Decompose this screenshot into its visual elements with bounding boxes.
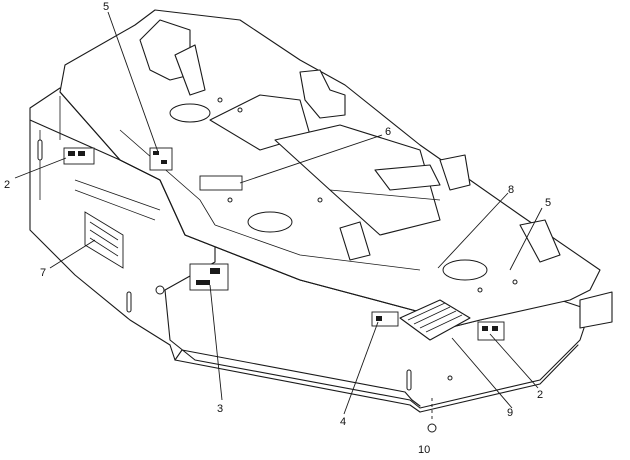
leader-lines: [14, 11, 543, 415]
callout-6: 6: [385, 126, 391, 138]
callout-8: 8: [508, 184, 514, 196]
part-10-bolt: [427, 398, 437, 433]
decal-3: [189, 263, 229, 291]
center-baffle: [209, 94, 441, 236]
callout-5-top: 5: [103, 1, 109, 13]
callout-labels: 5 6 2 7 8 5 3 4 9 2 10: [4, 1, 551, 456]
callout-5-right: 5: [545, 197, 551, 209]
decal-6: [199, 175, 243, 191]
decal-5-left: [149, 147, 173, 171]
decal-7: [84, 211, 124, 269]
callout-9: 9: [507, 407, 513, 419]
decal-2-left: [63, 147, 95, 165]
callout-10: 10: [418, 444, 430, 456]
callout-3: 3: [217, 403, 223, 415]
callout-2-right: 2: [537, 389, 543, 401]
callout-7: 7: [40, 267, 46, 279]
callout-4: 4: [340, 416, 346, 428]
decal-9-grille: [399, 299, 471, 341]
callout-2-left: 2: [4, 179, 10, 191]
rear-brackets: [139, 19, 613, 329]
decal-2-right: [477, 321, 505, 341]
decal-4: [371, 311, 399, 327]
spindle-holes: [155, 97, 518, 295]
